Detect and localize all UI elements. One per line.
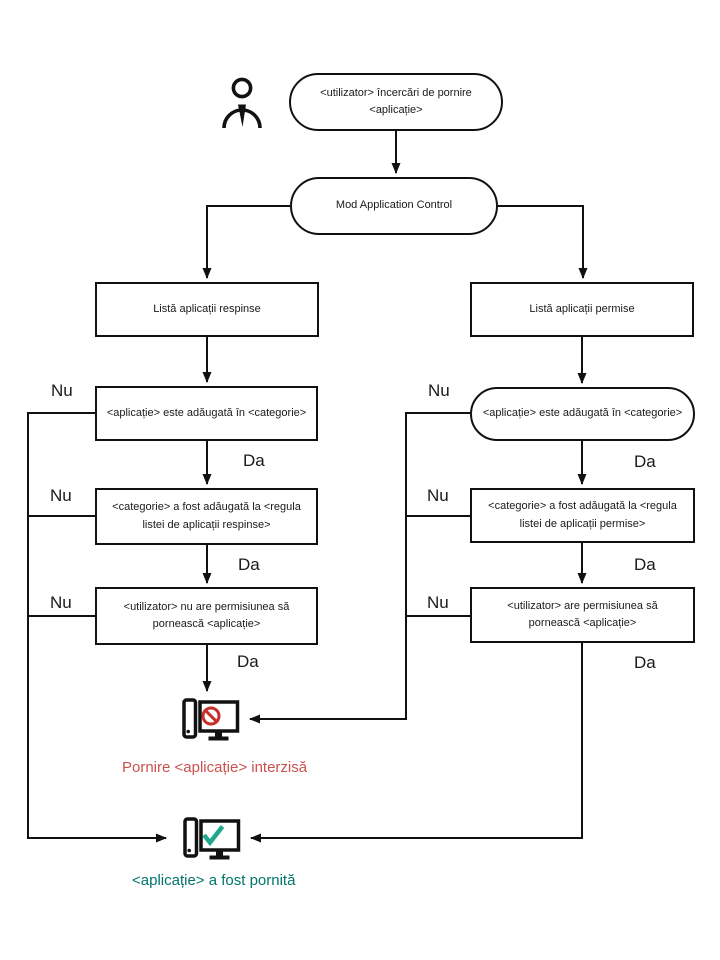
edge-label-no: Nu bbox=[51, 381, 73, 400]
edge-label-no: Nu bbox=[427, 486, 449, 505]
node-denied-list: Listă aplicații respinse bbox=[95, 282, 319, 337]
node-allowed-user-permission: <utilizator> are permisiunea să porneasc… bbox=[470, 587, 695, 643]
node-denied-category-in-rule: <categorie> a fost adăugată la <regula l… bbox=[95, 488, 318, 545]
edge-label-yes: Da bbox=[634, 452, 656, 471]
edge-label-yes: Da bbox=[237, 652, 259, 671]
node-allowed-app-in-category-label: <aplicație> este adăugată în <categorie> bbox=[482, 407, 683, 420]
edge-label-yes: Da bbox=[634, 555, 656, 574]
node-denied-app-in-category: <aplicație> este adăugată în <categorie> bbox=[95, 386, 318, 441]
node-denied-user-no-permission-label: <utilizator> nu are permisiunea să porne… bbox=[123, 600, 290, 630]
edge-label-yes: Da bbox=[243, 451, 265, 470]
edge-label-yes: Da bbox=[634, 653, 656, 672]
edge-label-no: Nu bbox=[50, 593, 72, 612]
node-allowed-app-in-category: <aplicație> este adăugată în <categorie> bbox=[470, 387, 695, 441]
node-allowed-category-in-rule-label: <categorie> a fost adăugată la <regula l… bbox=[488, 500, 677, 530]
node-allowed-category-in-rule: <categorie> a fost adăugată la <regula l… bbox=[470, 488, 695, 543]
node-denied-category-in-rule-label: <categorie> a fost adăugată la <regula l… bbox=[112, 501, 301, 531]
blocked-outcome-label: Pornire <aplicație> interzisă bbox=[122, 759, 308, 776]
user-icon bbox=[221, 76, 263, 132]
node-allowed-user-permission-label: <utilizator> are permisiunea să porneasc… bbox=[507, 599, 658, 629]
node-denied-list-label: Listă aplicații respinse bbox=[153, 302, 261, 315]
node-start: <utilizator> încercări de pornire <aplic… bbox=[289, 73, 503, 131]
node-denied-user-no-permission: <utilizator> nu are permisiunea să porne… bbox=[95, 587, 318, 645]
edge-label-no: Nu bbox=[427, 593, 449, 612]
node-start-label: <utilizator> încercări de pornire <aplic… bbox=[320, 86, 472, 116]
node-allowed-list: Listă aplicații permise bbox=[470, 282, 694, 337]
node-allowed-list-label: Listă aplicații permise bbox=[529, 302, 635, 315]
edge-label-no: Nu bbox=[50, 486, 72, 505]
computer-check-icon bbox=[183, 815, 241, 865]
computer-blocked-icon bbox=[182, 696, 240, 746]
edge-label-yes: Da bbox=[238, 555, 260, 574]
node-mode: Mod Application Control bbox=[290, 177, 498, 235]
node-denied-app-in-category-label: <aplicație> este adăugată în <categorie> bbox=[106, 406, 307, 419]
started-outcome-label: <aplicație> a fost pornită bbox=[132, 872, 296, 889]
edge-label-no: Nu bbox=[428, 381, 450, 400]
node-mode-label: Mod Application Control bbox=[335, 199, 453, 212]
